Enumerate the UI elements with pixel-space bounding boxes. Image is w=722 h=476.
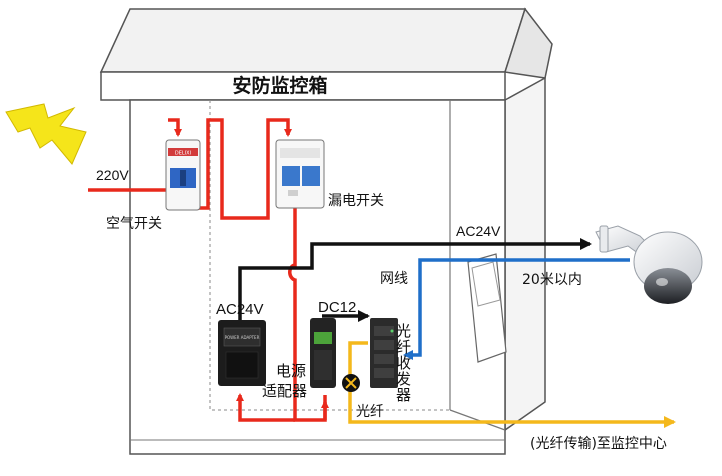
label-fiber-transceiver: 光纤收发器 — [396, 322, 411, 404]
breaker-brand: DELIXI — [175, 151, 191, 157]
label-power-adapter-2: 适配器 — [262, 382, 307, 400]
label-ac24v-to-camera: AC24V — [456, 223, 501, 239]
ac24v-transformer: POWER ADAPTER — [218, 320, 266, 386]
air-switch: DELIXI — [165, 139, 201, 211]
fiber-transceiver — [370, 318, 398, 388]
dc12-power-adapter — [310, 318, 336, 388]
label-dc12: DC12 — [318, 299, 356, 316]
lightning-icon — [5, 103, 87, 165]
cabinet-title: 安防监控箱 — [232, 74, 327, 97]
label-within-20m: 20米以内 — [522, 272, 582, 288]
label-network-cable: 网线 — [380, 271, 408, 287]
leakage-switch — [275, 139, 325, 209]
ptz-dome-camera-icon — [595, 225, 703, 304]
label-leakage-switch: 漏电开关 — [328, 193, 384, 209]
fiber-reel-icon — [342, 374, 360, 392]
label-fiber-to-center: (光纤传输)至监控中心 — [530, 436, 667, 452]
label-220v: 220V — [96, 167, 129, 183]
label-power-adapter-1: 电源 — [276, 362, 306, 380]
network-wiring — [403, 258, 630, 360]
label-air-switch: 空气开关 — [106, 216, 162, 232]
label-ac24v-adapter: AC24V — [216, 301, 264, 318]
label-fiber: 光纤 — [356, 404, 384, 420]
ac24v-wiring — [238, 238, 592, 322]
transformer-plate: POWER ADAPTER — [225, 335, 260, 340]
